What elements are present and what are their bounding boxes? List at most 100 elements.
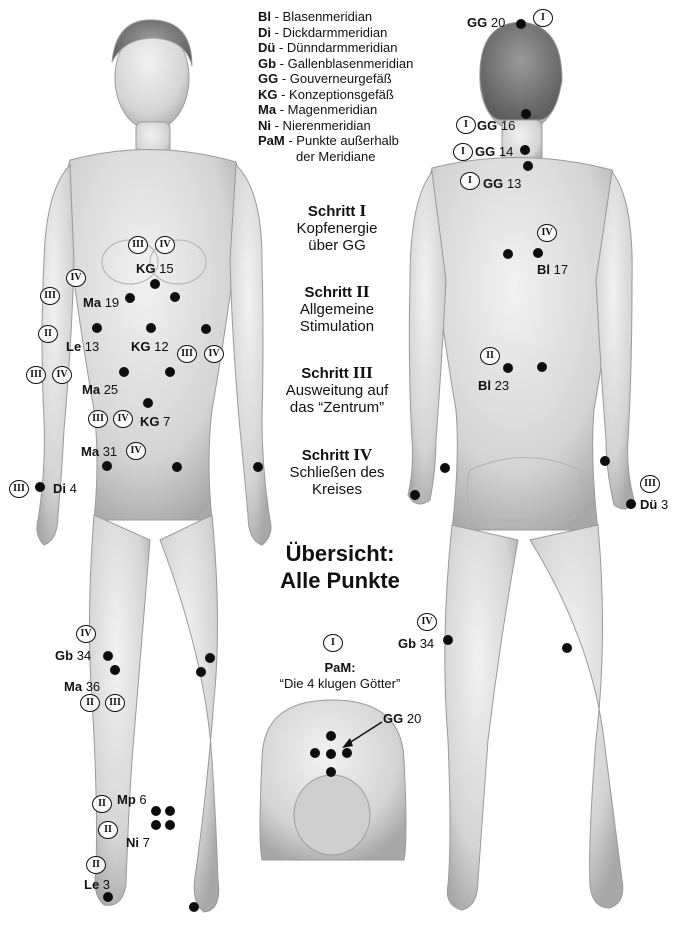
point-gb34-back-right [562,643,572,653]
roman-kg12-b: IV [204,345,224,363]
roman-gg20: I [533,9,553,27]
label-kg12: KG 12 [131,339,169,354]
legend-row-ma: Ma - Magenmeridian [258,102,468,118]
overview-title: Übersicht: Alle Punkte [250,540,430,594]
legend-row-kg: KG - Konzeptionsgefäß [258,87,468,103]
label-gg16: GG 16 [477,118,515,133]
roman-le3: II [86,856,106,874]
point-kg12 [146,323,156,333]
point-kg15 [150,279,160,289]
legend-row-gg: GG - Gouverneurgefäß [258,71,468,87]
label-bl17: Bl 17 [537,262,568,277]
point-di4-left [35,482,45,492]
legend-row-bl: Bl - Blasenmeridian [258,9,468,25]
label-ni7: Ni 7 [126,835,150,850]
point-le13-left [92,323,102,333]
point-back-hand-left [440,463,450,473]
point-le13-right [201,324,211,334]
roman-ma25-b: IV [52,366,72,384]
point-gb34-right [205,653,215,663]
label-mp6: Mp 6 [117,792,147,807]
roman-gg13: I [460,172,480,190]
roman-bl23: II [480,347,500,365]
label-ma31: Ma 31 [81,444,117,459]
label-gb34-back: Gb 34 [398,636,434,651]
pam-caption: PaM: “Die 4 klugen Götter” [245,660,435,692]
roman-kg12-a: III [177,345,197,363]
point-gg13 [523,161,533,171]
point-mp6-b [165,806,175,816]
point-pam-bottom [326,767,336,777]
point-ma25-right [165,367,175,377]
legend-row-pam: PaM - Punkte außerhalb [258,133,468,149]
roman-di4: III [9,480,29,498]
legend-row-di: Di - Dickdarmmeridian [258,25,468,41]
roman-kg7-b: IV [113,410,133,428]
label-ma36: Ma 36 [64,679,100,694]
point-kg7 [143,398,153,408]
label-di4: Di 4 [53,481,77,496]
point-gg14 [520,145,530,155]
label-gg13: GG 13 [483,176,521,191]
point-du3-right [626,499,636,509]
roman-gg14: I [453,143,473,161]
step-4: Schritt IV Schließen desKreises [262,446,412,498]
label-kg7: KG 7 [140,414,170,429]
roman-le13: II [38,325,58,343]
point-le3-left [103,892,113,902]
legend-row-ni: Ni - Nierenmeridian [258,118,468,134]
point-pam-right [342,748,352,758]
label-gg14: GG 14 [475,144,513,159]
roman-kg15-b: IV [155,236,175,254]
roman-ma36-a: II [80,694,100,712]
point-gg16 [521,109,531,119]
point-gb34-left [103,651,113,661]
label-kg15: KG 15 [136,261,174,276]
point-ni7-a [151,820,161,830]
front-figure [37,20,271,912]
roman-ma19-a: IV [66,269,86,287]
roman-ma31: IV [126,442,146,460]
roman-gb34-back: IV [417,613,437,631]
point-ma31-left [102,461,112,471]
roman-gg16: I [456,116,476,134]
roman-bl17: IV [537,224,557,242]
legend-row-gb: Gb - Gallenblasenmeridian [258,56,468,72]
label-gg20: GG 20 [467,15,505,30]
label-bl23: Bl 23 [478,378,509,393]
label-gb34-front: Gb 34 [55,648,91,663]
point-bl17-left [503,249,513,259]
roman-du3: III [640,475,660,493]
roman-mp6: II [92,795,112,813]
point-gb34-back-left [443,635,453,645]
label-le3: Le 3 [84,877,110,892]
roman-ma25-a: III [26,366,46,384]
point-ma36-left [110,665,120,675]
roman-gb34-front: IV [76,625,96,643]
roman-kg15-a: III [128,236,148,254]
legend-row-pam-cont: der Meridiane [258,149,468,165]
point-ma36-right [196,667,206,677]
point-back-hand-right [600,456,610,466]
point-bl23-right [537,362,547,372]
point-ma31-right [172,462,182,472]
point-ma25-left [119,367,129,377]
point-gg20-head [326,749,336,759]
point-le3-right [189,902,199,912]
label-le13: Le 13 [66,339,99,354]
point-ma19-right [170,292,180,302]
point-pam-top [326,731,336,741]
point-di4-right [253,462,263,472]
roman-ma19-b: III [40,287,60,305]
point-mp6-a [151,806,161,816]
point-bl23-left [503,363,513,373]
point-du3-left [410,490,420,500]
roman-ma36-b: III [105,694,125,712]
meridian-legend: Bl - Blasenmeridian Di - Dickdarmmeridia… [258,9,468,164]
point-ma19-left [125,293,135,303]
roman-kg7-a: III [88,410,108,428]
pam-roman-marker: I [323,634,343,652]
